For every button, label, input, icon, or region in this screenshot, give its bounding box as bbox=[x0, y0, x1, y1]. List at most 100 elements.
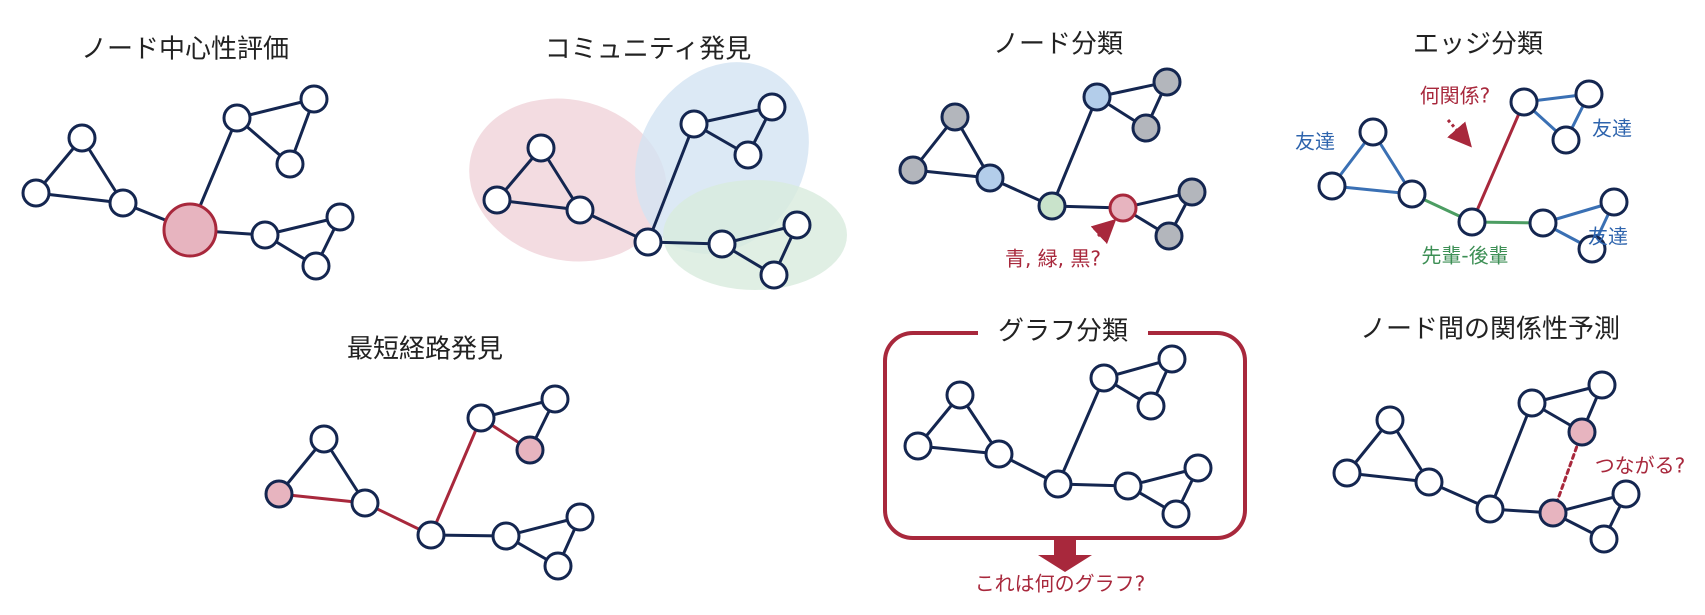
graph-centrality-nodes bbox=[21, 84, 355, 281]
graph-node bbox=[633, 227, 663, 257]
graph-node bbox=[1528, 208, 1558, 238]
graph-node bbox=[945, 380, 975, 410]
graph-node bbox=[565, 502, 595, 532]
graph-node bbox=[482, 185, 512, 215]
graph-node bbox=[1509, 87, 1539, 117]
graph-link-prediction-nodes bbox=[1332, 370, 1641, 554]
graph-node bbox=[299, 84, 329, 114]
graph-node bbox=[1157, 344, 1187, 374]
graph-node bbox=[162, 202, 218, 258]
graph-node bbox=[1082, 82, 1112, 112]
graph-node bbox=[903, 431, 933, 461]
graph-node bbox=[1538, 498, 1568, 528]
graph-node bbox=[416, 520, 446, 550]
graph-node bbox=[1113, 471, 1143, 501]
graph-node bbox=[733, 140, 763, 170]
graph-node bbox=[250, 220, 280, 250]
graph-node bbox=[21, 178, 51, 208]
graph-node bbox=[1089, 363, 1119, 393]
down-arrow-icon bbox=[1038, 538, 1092, 572]
graph-node bbox=[1043, 469, 1073, 499]
graph-node bbox=[1317, 171, 1347, 201]
graph-node bbox=[679, 109, 709, 139]
graph-edge bbox=[34, 191, 125, 205]
edge-annotation-arrow bbox=[1446, 119, 1472, 148]
label-friend-right-top: 友達 bbox=[1592, 117, 1632, 141]
graph-node bbox=[301, 251, 331, 281]
graph-edge bbox=[646, 122, 696, 244]
graph-node bbox=[543, 551, 573, 581]
graph-node bbox=[1152, 67, 1182, 97]
graph-node bbox=[1358, 117, 1388, 147]
title-link-prediction: ノード間の関係性予測 bbox=[1360, 315, 1620, 345]
graph-node bbox=[67, 123, 97, 153]
graph-edge bbox=[1056, 376, 1106, 486]
title-edge-classification: エッジ分類 bbox=[1413, 30, 1543, 60]
graph-community-nodes bbox=[482, 92, 812, 290]
graph-node bbox=[1154, 221, 1184, 251]
graph-node bbox=[275, 149, 305, 179]
graph-edge bbox=[1470, 100, 1526, 224]
graph-node bbox=[491, 521, 521, 551]
label-friend-right-bottom: 友達 bbox=[1588, 225, 1628, 249]
node-class-question: 青, 緑, 黒? bbox=[1005, 247, 1101, 271]
graph-node bbox=[1574, 79, 1604, 109]
graph-node bbox=[898, 155, 928, 185]
graph-node bbox=[984, 439, 1014, 469]
graph-node bbox=[1517, 388, 1547, 418]
graph-node bbox=[1577, 234, 1607, 264]
graph-node bbox=[1567, 417, 1597, 447]
graph-node bbox=[1414, 467, 1444, 497]
graph-edge bbox=[429, 416, 483, 537]
graph-node bbox=[565, 195, 595, 225]
graph-class-question: これは何のグラフ? bbox=[975, 572, 1146, 596]
graph-node bbox=[526, 133, 556, 163]
graph-edge bbox=[1050, 95, 1099, 208]
graph-node bbox=[325, 202, 355, 232]
graph-node bbox=[1108, 193, 1138, 223]
community-region-red bbox=[469, 98, 667, 262]
title-community: コミュニティ発見 bbox=[545, 35, 751, 65]
edge-relation-question: 何関係? bbox=[1420, 84, 1491, 108]
graph-node bbox=[309, 424, 339, 454]
graph-node bbox=[1397, 179, 1427, 209]
graph-node bbox=[350, 488, 380, 518]
link-prediction-question: つながる? bbox=[1595, 454, 1686, 478]
graph-node bbox=[264, 479, 294, 509]
title-graph-classification: グラフ分類 bbox=[998, 317, 1128, 347]
graph-node bbox=[1589, 524, 1619, 554]
graph-node bbox=[1177, 177, 1207, 207]
title-node-classification: ノード分類 bbox=[993, 30, 1123, 60]
title-shortest-path: 最短経路発見 bbox=[347, 335, 503, 365]
graph-node-classification-nodes bbox=[898, 67, 1207, 251]
graph-node bbox=[1136, 391, 1166, 421]
graph-node bbox=[515, 435, 545, 465]
graph-node bbox=[222, 103, 252, 133]
graph-node bbox=[466, 403, 496, 433]
graph-box-title-bg bbox=[978, 315, 1148, 351]
graph-node bbox=[707, 229, 737, 259]
graph-node bbox=[1131, 113, 1161, 143]
graph-node bbox=[1475, 494, 1505, 524]
graph-node bbox=[1611, 479, 1641, 509]
graph-node bbox=[1599, 187, 1629, 217]
graph-node bbox=[759, 260, 789, 290]
annotation-arrows bbox=[1090, 119, 1472, 245]
graph-graph-classification-nodes bbox=[903, 344, 1213, 529]
graph-node bbox=[1551, 125, 1581, 155]
graph-classification-frame bbox=[883, 315, 1247, 572]
graph-edge bbox=[1488, 401, 1534, 511]
graph-node bbox=[757, 92, 787, 122]
graph-shortest-path-nodes bbox=[264, 384, 595, 581]
graph-node bbox=[1375, 405, 1405, 435]
graph-edge-classification-nodes bbox=[1317, 79, 1629, 264]
graph-node bbox=[1457, 207, 1487, 237]
graph-node bbox=[940, 102, 970, 132]
node-annotation-arrow bbox=[1090, 218, 1117, 245]
graph-node bbox=[1161, 499, 1191, 529]
graph-node bbox=[1332, 458, 1362, 488]
graph-node bbox=[782, 210, 812, 240]
graph-node bbox=[540, 384, 570, 414]
graph-node bbox=[1183, 453, 1213, 483]
